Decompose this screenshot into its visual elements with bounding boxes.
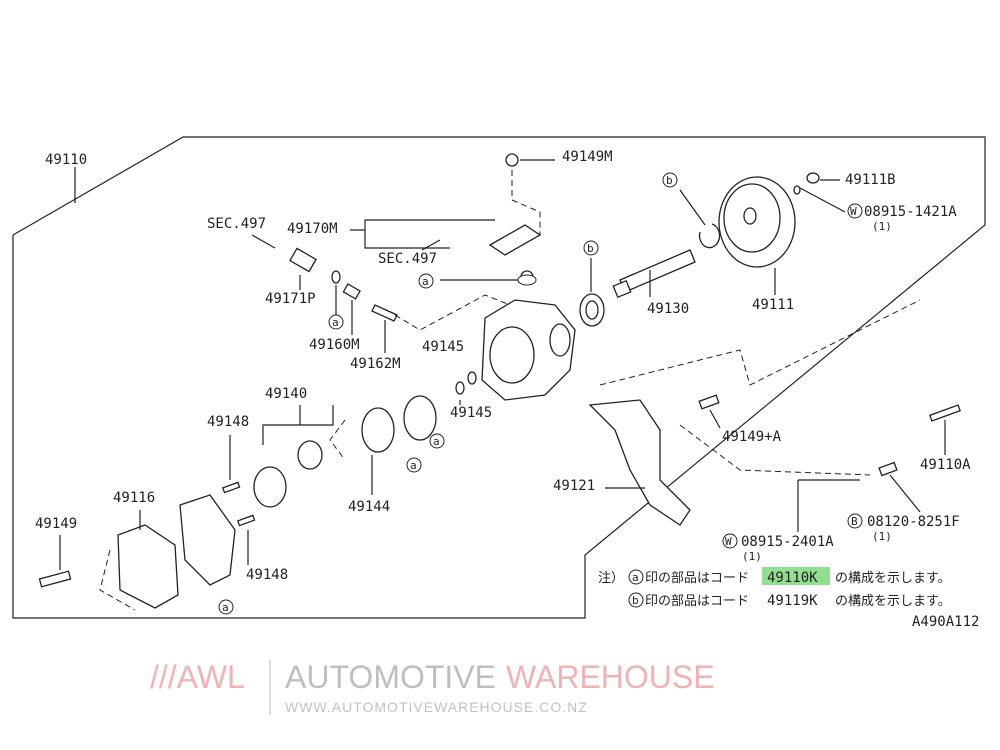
- label-49149m: 49149M: [562, 149, 613, 165]
- label-49110a: 49110A: [920, 457, 971, 473]
- markers-a: a: [632, 571, 639, 584]
- label-49116: 49116: [113, 490, 155, 506]
- label-49170m: 49170M: [287, 221, 338, 237]
- label-08915-2401a: 08915-2401A: [741, 534, 834, 550]
- notes-prefix: 注）: [598, 571, 624, 586]
- marker-circles: a a b b a a a W W B: [218, 172, 863, 615]
- label-49140: 49140: [265, 386, 307, 402]
- markers-a: a: [433, 435, 440, 448]
- label-sec-497-left: SEC.497: [207, 216, 266, 232]
- label-08120-8251f: 08120-8251F: [867, 514, 960, 530]
- leader-lines: [59, 159, 946, 611]
- labels-washer-w-qty: (1): [742, 550, 762, 563]
- markers-W: W: [850, 205, 857, 218]
- label-49111b: 49111B: [845, 172, 896, 188]
- cover-drawing: [38, 494, 236, 609]
- label-49162m: 49162M: [350, 356, 401, 372]
- label-49145-upper: 49145: [422, 339, 464, 355]
- label-49160m: 49160M: [309, 337, 360, 353]
- label-49149-plus-a: 49149+A: [722, 429, 782, 445]
- markers-b: b: [587, 242, 594, 255]
- notes-line1-post: の構成を示します。: [835, 571, 951, 586]
- markers-a: a: [422, 275, 429, 288]
- markers-a: a: [332, 316, 339, 329]
- watermark-name: AUTOMOTIVE WAREHOUSE: [285, 659, 715, 695]
- note-code-49110k: 49110K: [767, 570, 818, 586]
- notes-line2-pre: 印の部品はコード: [645, 594, 749, 609]
- markers-b: b: [632, 594, 639, 607]
- label-49111: 49111: [752, 297, 794, 313]
- label-49145-lower: 49145: [450, 405, 492, 421]
- notes: 注） a 印の部品はコード 49110K の構成を示します。 b 印の部品はコー…: [598, 567, 979, 630]
- label-08915-1421a: 08915-1421A: [864, 204, 957, 220]
- labels-bolt-b-qty: (1): [872, 530, 892, 543]
- label-49171p: 49171P: [265, 291, 316, 307]
- pulley-drawing: [698, 172, 820, 268]
- watermark-name-b: WAREHOUSE: [506, 659, 715, 695]
- notes-line2-post: の構成を示します。: [835, 594, 951, 609]
- note-code-49119k: 49119K: [767, 593, 818, 609]
- labels-washer-top-qty: (1): [872, 220, 892, 233]
- valve-parts-drawing: [221, 247, 477, 527]
- label-49148-upper: 49148: [207, 414, 249, 430]
- label-49148-lower: 49148: [246, 567, 288, 583]
- highlight: [762, 567, 830, 585]
- label-49121: 49121: [553, 478, 595, 494]
- label-49149: 49149: [35, 516, 77, 532]
- watermark-url: WWW.AUTOMOTIVEWAREHOUSE.CO.NZ: [285, 699, 588, 715]
- pump-body-drawing: [481, 153, 576, 401]
- bracket-drawing: [588, 394, 961, 526]
- watermark-logo: ///AWL: [150, 659, 245, 695]
- markers-B: B: [851, 515, 858, 528]
- watermark-name-a: AUTOMOTIVE: [285, 659, 496, 695]
- markers-a: a: [410, 459, 417, 472]
- part-labels: 49110 49149M 49111B 08915-1421A (1) SEC.…: [35, 149, 971, 583]
- notes-line1-pre: 印の部品はコード: [645, 571, 749, 586]
- assembly-frame: [12, 136, 986, 619]
- label-49144: 49144: [348, 499, 390, 515]
- markers-a: a: [222, 601, 229, 614]
- shaft-drawing: [579, 249, 696, 327]
- label-49130: 49130: [647, 301, 689, 317]
- diagram-code: A490A112: [912, 614, 979, 630]
- label-49110: 49110: [45, 152, 87, 168]
- watermark: ///AWL AUTOMOTIVE WAREHOUSE WWW.AUTOMOTIV…: [150, 659, 715, 715]
- markers-W: W: [725, 535, 732, 548]
- label-sec-497-mid: SEC.497: [378, 251, 437, 267]
- markers-b: b: [666, 174, 673, 187]
